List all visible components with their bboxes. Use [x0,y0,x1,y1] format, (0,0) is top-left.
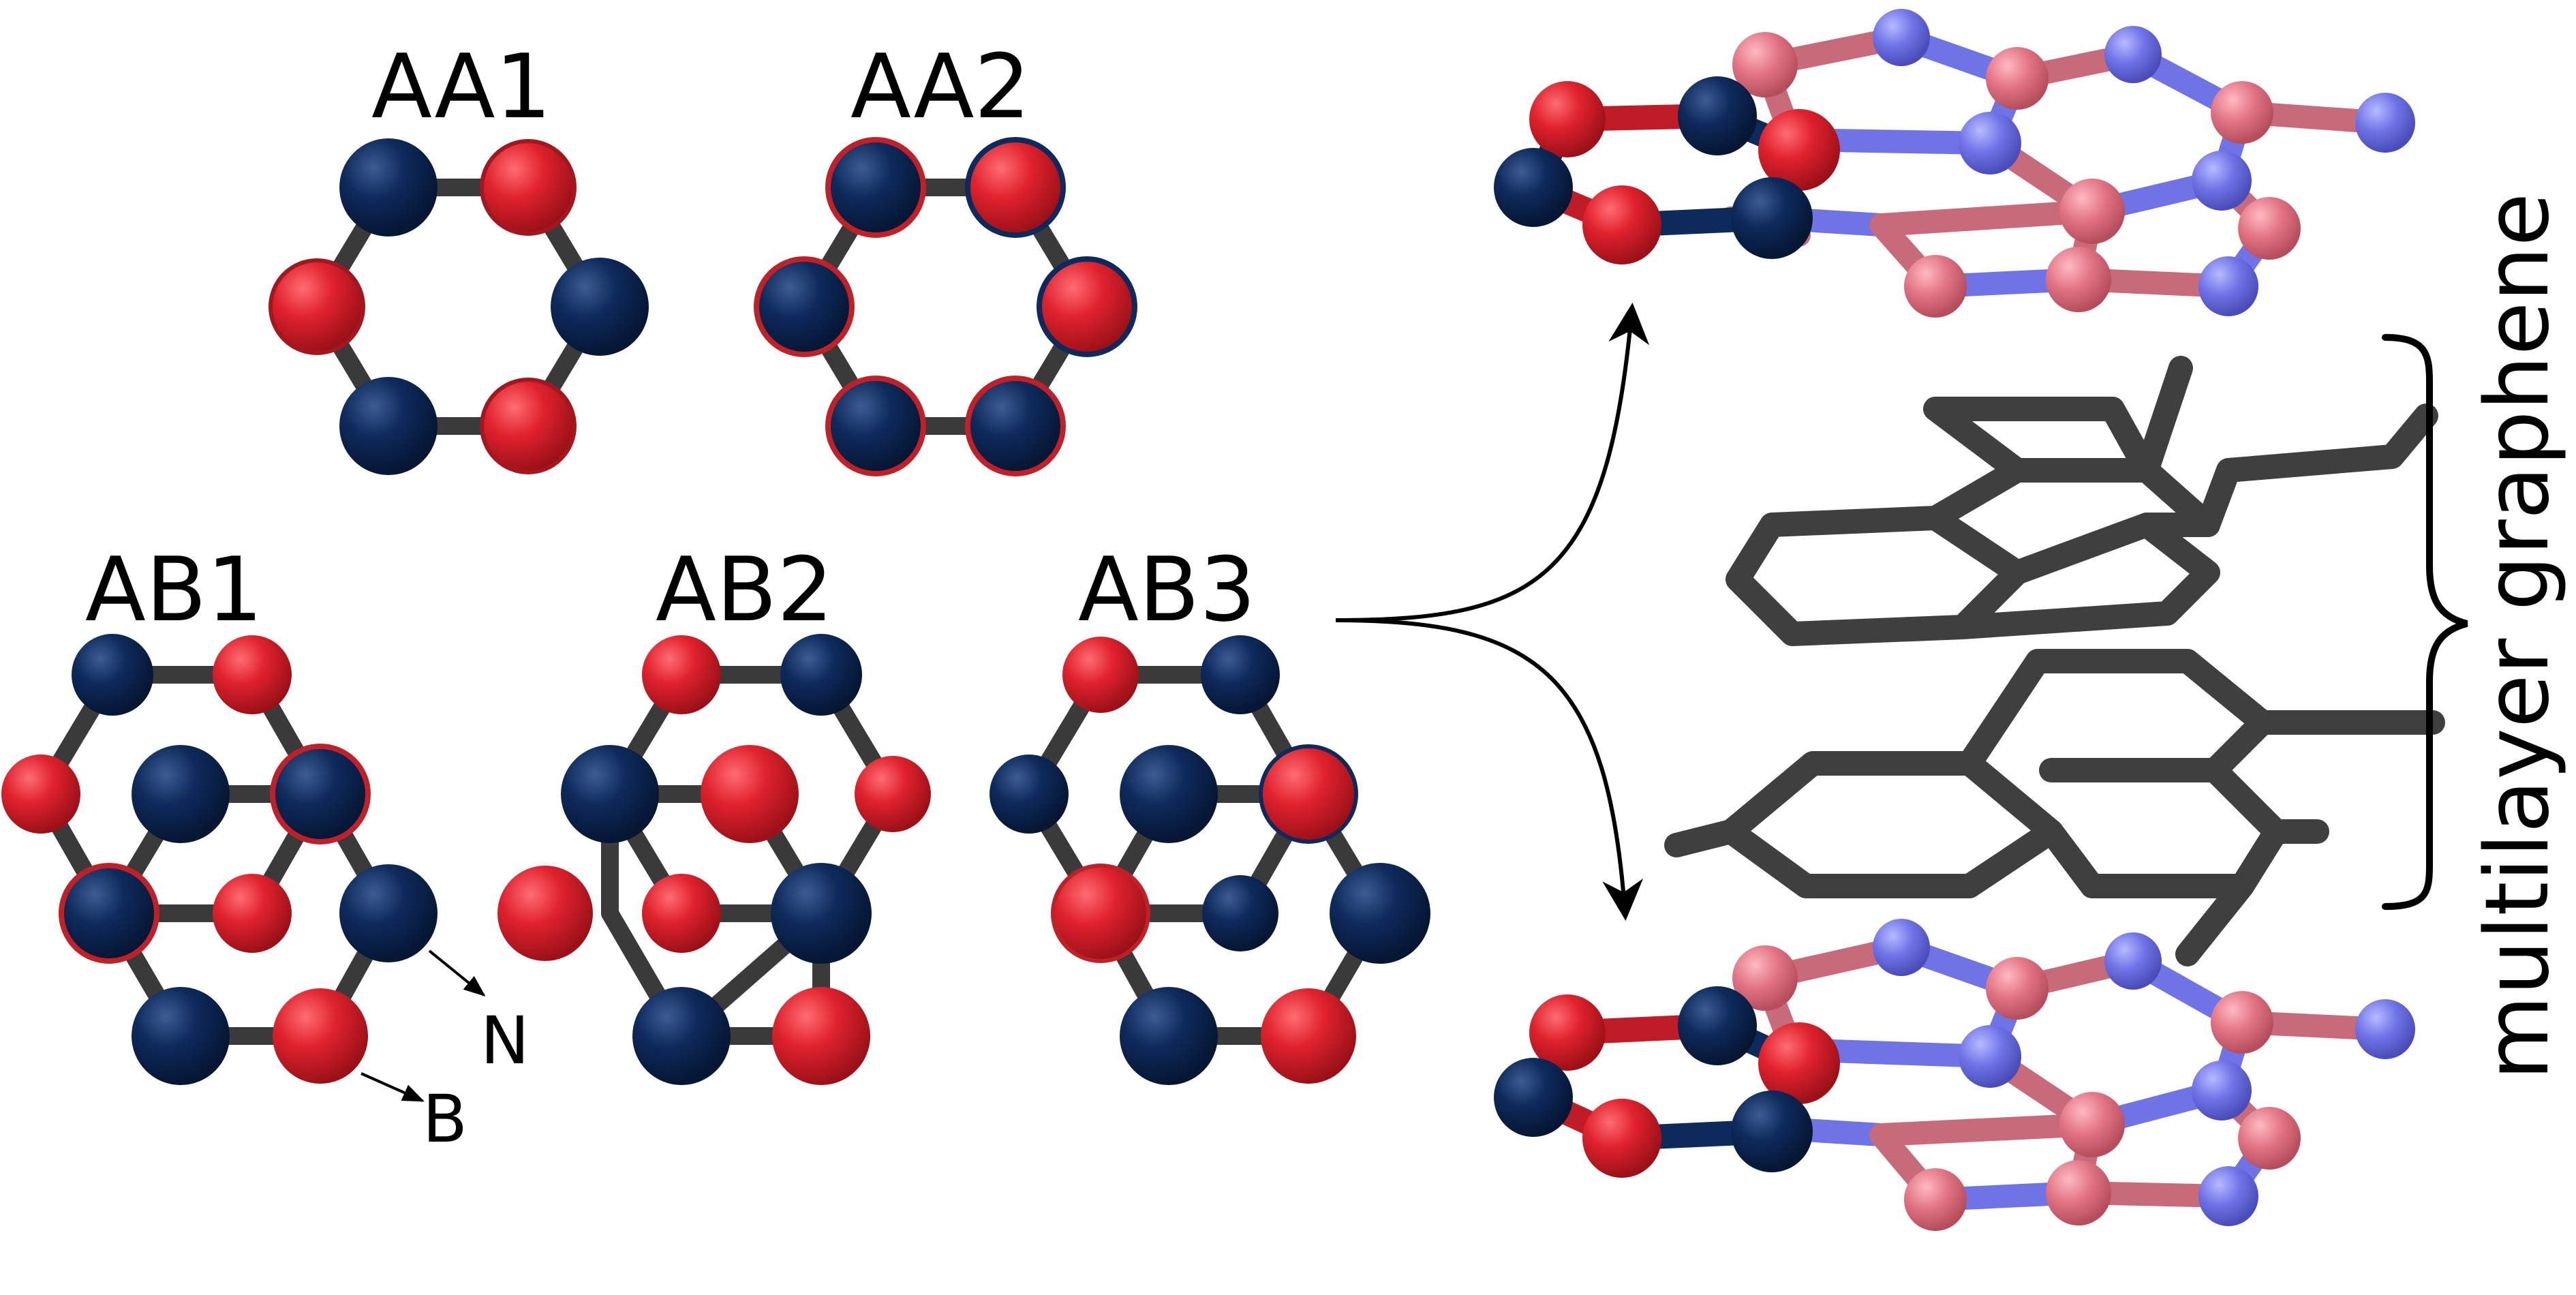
label-ab2: AB2 [656,538,833,641]
aa1-atoms [269,138,649,475]
b-pointer [361,1072,425,1102]
curved-arrow-down-icon [1335,618,1644,921]
ab2-atoms [497,634,931,1085]
n-atom [339,377,438,475]
curved-arrow-up-icon [1335,303,1650,622]
ab1-atoms [1,634,438,1085]
ab2-bonds [601,666,902,1045]
b-atom [269,258,365,355]
hbn-layer-top [1494,9,2415,318]
b-atom [480,139,577,236]
curly-brace-icon [2382,334,2468,910]
label-multilayer-graphene: multilayer graphene [2467,193,2569,1080]
graphene-layer-lower [1664,649,2445,966]
ab1-bonds [32,666,397,1045]
n-atom [551,258,649,356]
n-atom [339,138,438,237]
label-b: B [423,1081,467,1157]
hbn-layer-bottom [1494,919,2415,1231]
label-ab1: AB1 [85,538,263,641]
label-n: N [480,1003,530,1079]
aa2-atoms [754,137,1137,476]
ab3-bonds [1020,666,1389,1045]
b-atom [480,378,577,474]
n-pointer [428,949,486,997]
label-aa1: AA1 [371,35,551,138]
graphene-layer-upper [1726,356,2438,646]
label-ab3: AB3 [1078,538,1256,641]
label-aa2: AA2 [850,35,1030,138]
ab3-atoms [990,635,1430,1085]
